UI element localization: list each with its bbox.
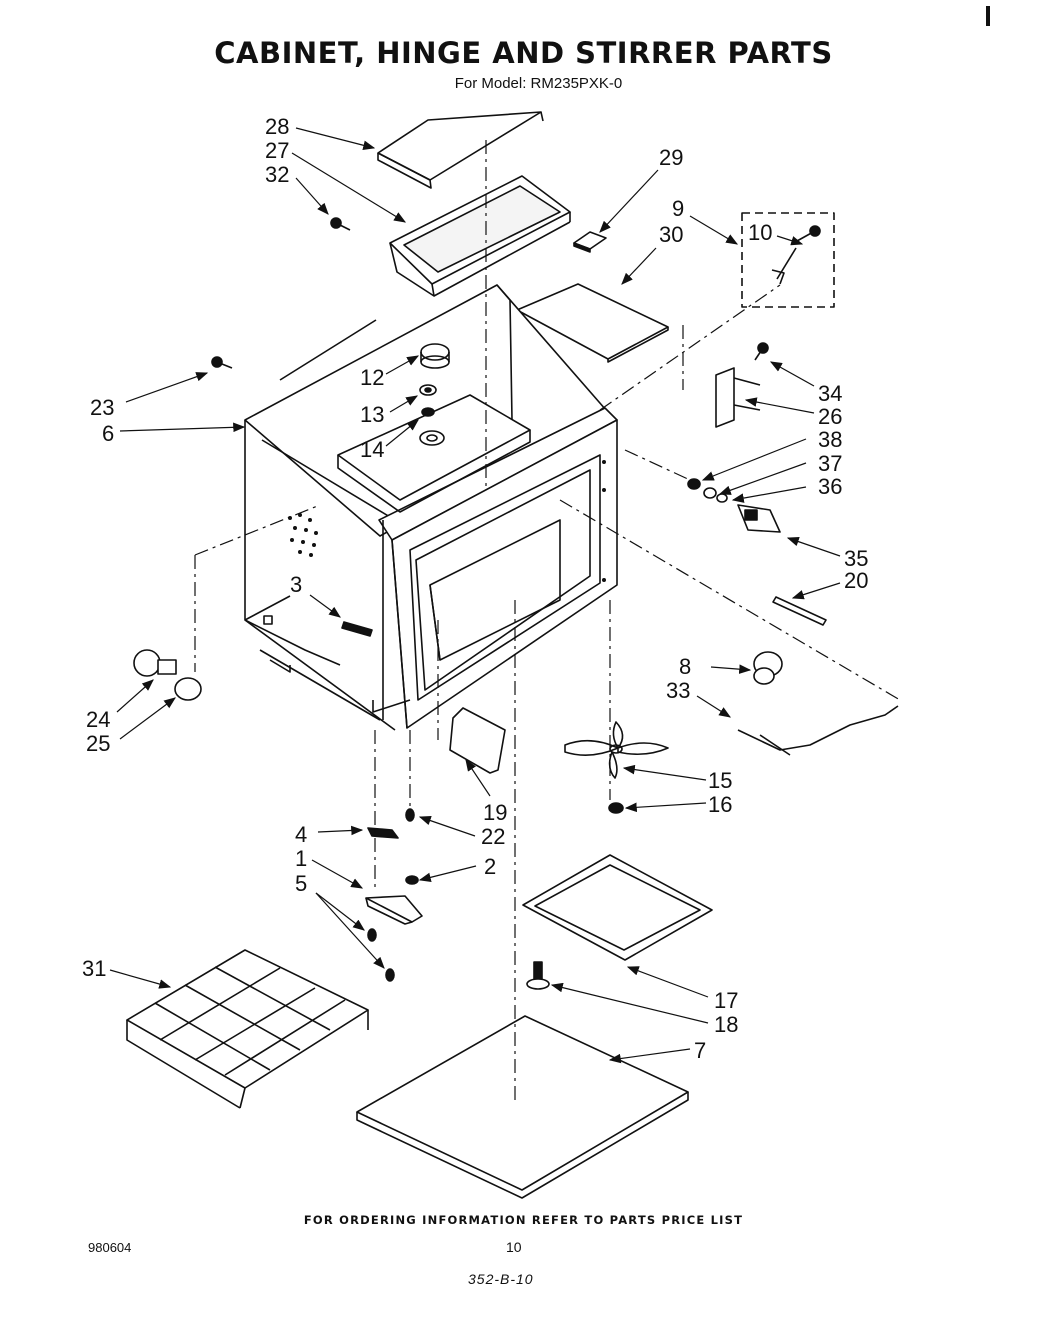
callout-27: 27 (265, 138, 289, 163)
callout-31: 31 (82, 956, 106, 981)
bracket-26-part (715, 342, 769, 428)
callout-29: 29 (659, 145, 683, 170)
callout-15: 15 (708, 768, 732, 793)
hinge-parts (365, 808, 423, 982)
page-edge-mark (986, 6, 990, 26)
plate-30-part (516, 283, 669, 363)
vent-duct-part (389, 175, 571, 297)
page-number: 10 (506, 1239, 522, 1255)
page-title: CABINET, HINGE AND STIRRER PARTS (214, 36, 833, 70)
callout-17: 17 (714, 988, 738, 1013)
screw-32-part (330, 217, 351, 231)
callout-22: 22 (481, 824, 505, 849)
callout-10: 10 (748, 220, 772, 245)
screw-10-part (771, 225, 821, 285)
callout-36: 36 (818, 474, 842, 499)
callout-14: 14 (360, 437, 384, 462)
callout-19: 19 (483, 800, 507, 825)
callout-2: 2 (484, 854, 496, 879)
frame-17-part (522, 854, 713, 961)
callout-1: 1 (295, 846, 307, 871)
leader-arrows (109, 127, 841, 1064)
document-number: 980604 (88, 1240, 132, 1255)
clip-29-part (573, 231, 607, 253)
callout-9: 9 (672, 196, 684, 221)
callout-labels: 28 27 32 29 9 10 30 12 23 6 13 14 34 26 … (82, 114, 868, 1063)
callout-5: 5 (295, 871, 307, 896)
top-cover-strip-part (377, 111, 544, 189)
interlock-switch-part (687, 478, 781, 533)
callout-26: 26 (818, 404, 842, 429)
callout-3: 3 (290, 572, 302, 597)
cord-33-part (737, 705, 899, 756)
callout-33: 33 (666, 678, 690, 703)
part-3 (341, 621, 373, 637)
callout-7: 7 (694, 1038, 706, 1063)
lamp-24-part (133, 649, 202, 701)
cover-19-part (449, 707, 506, 774)
callout-6: 6 (102, 421, 114, 446)
callout-13: 13 (360, 402, 384, 427)
rack-31-part (126, 949, 369, 1109)
cap-8-part (753, 651, 783, 685)
rod-20-part (772, 596, 827, 626)
callout-37: 37 (818, 451, 842, 476)
dashed-detail-box (741, 212, 835, 308)
callout-25: 25 (86, 731, 110, 756)
callout-35: 35 (844, 546, 868, 571)
foot-18-part (526, 961, 550, 990)
callout-8: 8 (679, 654, 691, 679)
callout-28: 28 (265, 114, 289, 139)
callout-23: 23 (90, 395, 114, 420)
handwritten-reference: 352-B-10 (468, 1271, 534, 1287)
callout-24: 24 (86, 707, 110, 732)
callout-16: 16 (708, 792, 732, 817)
callout-18: 18 (714, 1012, 738, 1037)
callout-30: 30 (659, 222, 683, 247)
callout-20: 20 (844, 568, 868, 593)
screw-23-part (211, 356, 233, 369)
model-subtitle: For Model: RM235PXK-0 (454, 75, 623, 92)
callout-32: 32 (265, 162, 289, 187)
callout-12: 12 (360, 365, 384, 390)
callout-4: 4 (295, 822, 307, 847)
bottom-plate-7-part (356, 1015, 689, 1199)
stirrer-blade-15-part (564, 721, 669, 814)
callout-34: 34 (818, 381, 842, 406)
callout-38: 38 (818, 427, 842, 452)
cabinet-body (244, 284, 618, 731)
alignment-lines (194, 140, 901, 1100)
ordering-note: FOR ORDERING INFORMATION REFER TO PARTS … (303, 1213, 744, 1227)
